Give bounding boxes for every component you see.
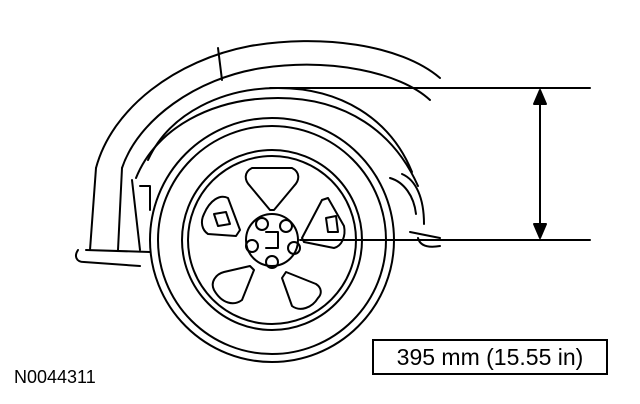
lug-nut [245, 239, 259, 253]
lug-nut [287, 241, 301, 255]
lug-nut [255, 217, 269, 231]
spoke-opening-bottom-right [281, 271, 322, 310]
lug-nut [265, 255, 279, 269]
arrow-head-down [533, 223, 547, 239]
lug-nut [279, 219, 293, 233]
spoke-opening-bottom-left [211, 265, 255, 305]
wheel-rim [200, 167, 346, 310]
wheel-arch [135, 87, 419, 187]
spoke-opening-left [200, 195, 241, 237]
arrow-head-up [533, 89, 547, 105]
measurement-label: 395 mm (15.55 in) [372, 339, 608, 375]
measurement-indicator [269, 87, 591, 241]
reference-code: N0044311 [14, 367, 96, 387]
spoke-opening-top [244, 167, 300, 211]
hub-center [245, 213, 299, 267]
